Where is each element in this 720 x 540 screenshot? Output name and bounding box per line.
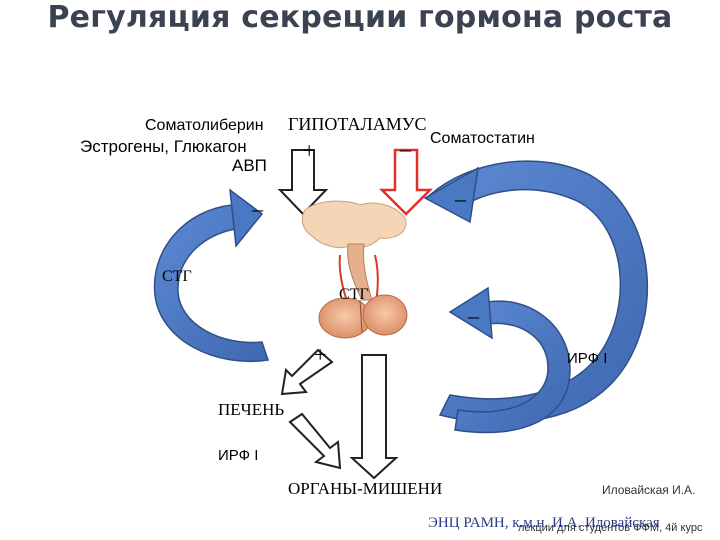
target-organs-arrow bbox=[349, 354, 399, 480]
label-estrogens-glucagon: Эстрогены, Глюкагон bbox=[80, 137, 247, 156]
pituitary-illustration bbox=[301, 200, 408, 339]
label-target-organs: ОРГАНЫ-МИШЕНИ bbox=[288, 479, 443, 498]
sign-plus-hypothalamus: + bbox=[303, 138, 316, 163]
label-somatostatin: Соматостатин bbox=[430, 130, 535, 147]
label-stg-left: СТГ bbox=[162, 268, 192, 285]
footer-course: лекции для студентов ФФМ, 4й курс bbox=[518, 522, 703, 534]
slide-title: Регуляция секреции гормона роста bbox=[47, 0, 673, 35]
sign-minus-somatostatin: – bbox=[400, 136, 411, 161]
stimulation-arrow bbox=[277, 149, 329, 216]
label-liver: ПЕЧЕНЬ bbox=[218, 400, 285, 419]
inhibition-arrow bbox=[378, 148, 434, 216]
irf-feedback-loop bbox=[454, 300, 571, 434]
label-irf-right: ИРФ I bbox=[567, 350, 608, 367]
sign-minus-left-loop: – bbox=[252, 196, 263, 221]
liver-to-targets-arrow bbox=[288, 412, 342, 470]
right-feedback-arrowhead bbox=[423, 166, 479, 224]
irf-feedback-arrowhead bbox=[448, 286, 493, 340]
label-stg-center: СТГ bbox=[339, 286, 369, 303]
label-irf-liver: ИРФ I bbox=[218, 447, 259, 464]
label-somatoliberin: Соматолиберин bbox=[145, 117, 264, 134]
footer-author: Иловайская И.А. bbox=[602, 483, 696, 497]
label-avp: АВП bbox=[232, 156, 267, 175]
label-hypothalamus: ГИПОТАЛАМУС bbox=[288, 114, 427, 134]
liver-arrow bbox=[280, 348, 334, 396]
footer-institute: ЭНЦ РАМН, к.м.н. И.А. Иловайская bbox=[428, 515, 660, 531]
sign-minus-right-loop: – bbox=[455, 186, 466, 211]
sign-minus-irf-loop: – bbox=[468, 303, 479, 328]
left-feedback-loop bbox=[153, 204, 269, 362]
left-feedback-arrowhead bbox=[229, 188, 264, 248]
sign-plus-liver: + bbox=[314, 342, 327, 367]
